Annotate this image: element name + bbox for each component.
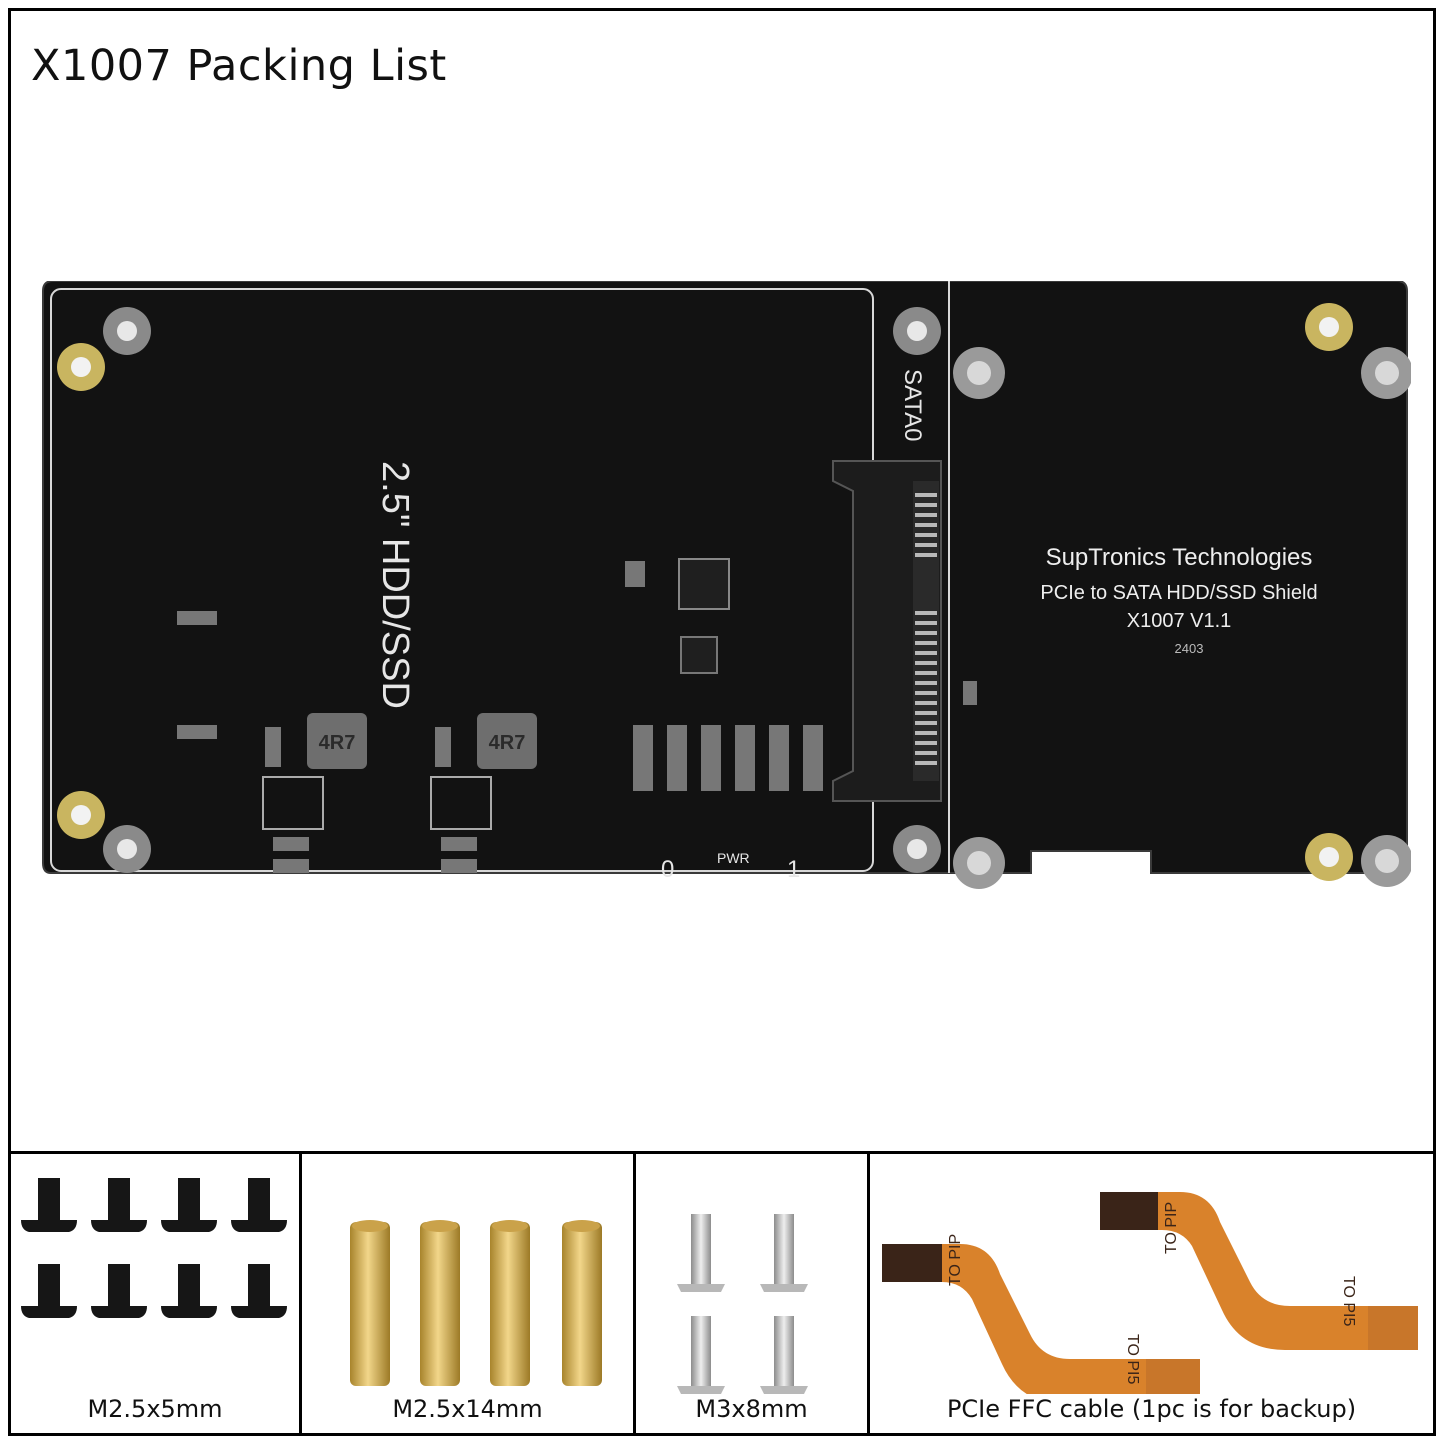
item-label: PCIe FFC cable (1pc is for backup) <box>946 1395 1357 1423</box>
mounting-hole <box>103 307 151 355</box>
sata-pins <box>915 493 937 765</box>
cable-label-pip: TO PIP <box>1163 1202 1180 1254</box>
inductor: 4R7 <box>477 713 537 769</box>
mounting-hole <box>103 825 151 873</box>
mounting-hole <box>1305 303 1353 351</box>
pcb-board: 4R7 4R7 2.5" HDD/SSD <box>42 281 1411 889</box>
main-product-area: X1007 Packing List <box>11 11 1439 1151</box>
item-cell-ffc-cables: TO PIP TO PI5 TO PIP TO PI5 PCIe FFC cab… <box>870 1154 1433 1433</box>
inductor-label: 4R7 <box>489 732 526 754</box>
led-pwr-label: PWR <box>717 850 750 866</box>
item-label: M3x8mm <box>695 1395 808 1423</box>
product-silkscreen: PCIe to SATA HDD/SSD Shield <box>1040 582 1317 604</box>
item-cell-black-screws: M2.5x5mm <box>11 1154 302 1433</box>
ffc-cable-icon: TO PIP TO PI5 TO PIP TO PI5 <box>882 1192 1418 1404</box>
item-label: M2.5x5mm <box>87 1395 223 1423</box>
led-0-label: 0 <box>661 856 674 883</box>
mounting-hole <box>57 791 105 839</box>
standoff-nut <box>953 347 1005 399</box>
item-cell-brass-standoffs: M2.5x14mm <box>302 1154 636 1433</box>
company-silkscreen: SupTronics Technologies <box>1046 544 1313 571</box>
led-1-label: 1 <box>787 856 800 883</box>
standoff-nut <box>1361 347 1411 399</box>
packing-list-frame: X1007 Packing List <box>8 8 1436 1436</box>
mounting-hole <box>57 343 105 391</box>
inductor-label: 4R7 <box>319 732 356 754</box>
ffc-cable: TO PIP TO PI5 <box>1100 1192 1418 1350</box>
version-silkscreen: X1007 V1.1 <box>1127 610 1232 632</box>
mounting-hole <box>1305 833 1353 881</box>
standoff-nut <box>1361 835 1411 887</box>
brass-standoff-icon <box>350 1220 602 1386</box>
mounting-hole <box>893 307 941 355</box>
item-cell-steel-screws: M3x8mm <box>636 1154 870 1433</box>
black-screw-icon <box>21 1178 287 1318</box>
steel-screw-icon <box>677 1214 808 1394</box>
mounting-hole <box>893 825 941 873</box>
drive-size-label: 2.5" HDD/SSD <box>374 461 416 709</box>
item-label: M2.5x14mm <box>392 1395 543 1423</box>
date-code-silkscreen: 2403 <box>1175 641 1204 656</box>
standoff-nut <box>953 837 1005 889</box>
page-title: X1007 Packing List <box>31 41 447 91</box>
cable-label-pi5: TO PI5 <box>1340 1276 1357 1326</box>
smd-components <box>177 561 977 873</box>
inductor: 4R7 <box>307 713 367 769</box>
ffc-cable: TO PIP TO PI5 <box>882 1234 1200 1404</box>
section-divider <box>11 1151 1433 1154</box>
cable-label-pi5: TO PI5 <box>1124 1334 1141 1384</box>
sata-port-label: SATA0 <box>899 369 926 441</box>
controller-chip <box>678 558 730 610</box>
cable-label-pip: TO PIP <box>947 1234 964 1286</box>
